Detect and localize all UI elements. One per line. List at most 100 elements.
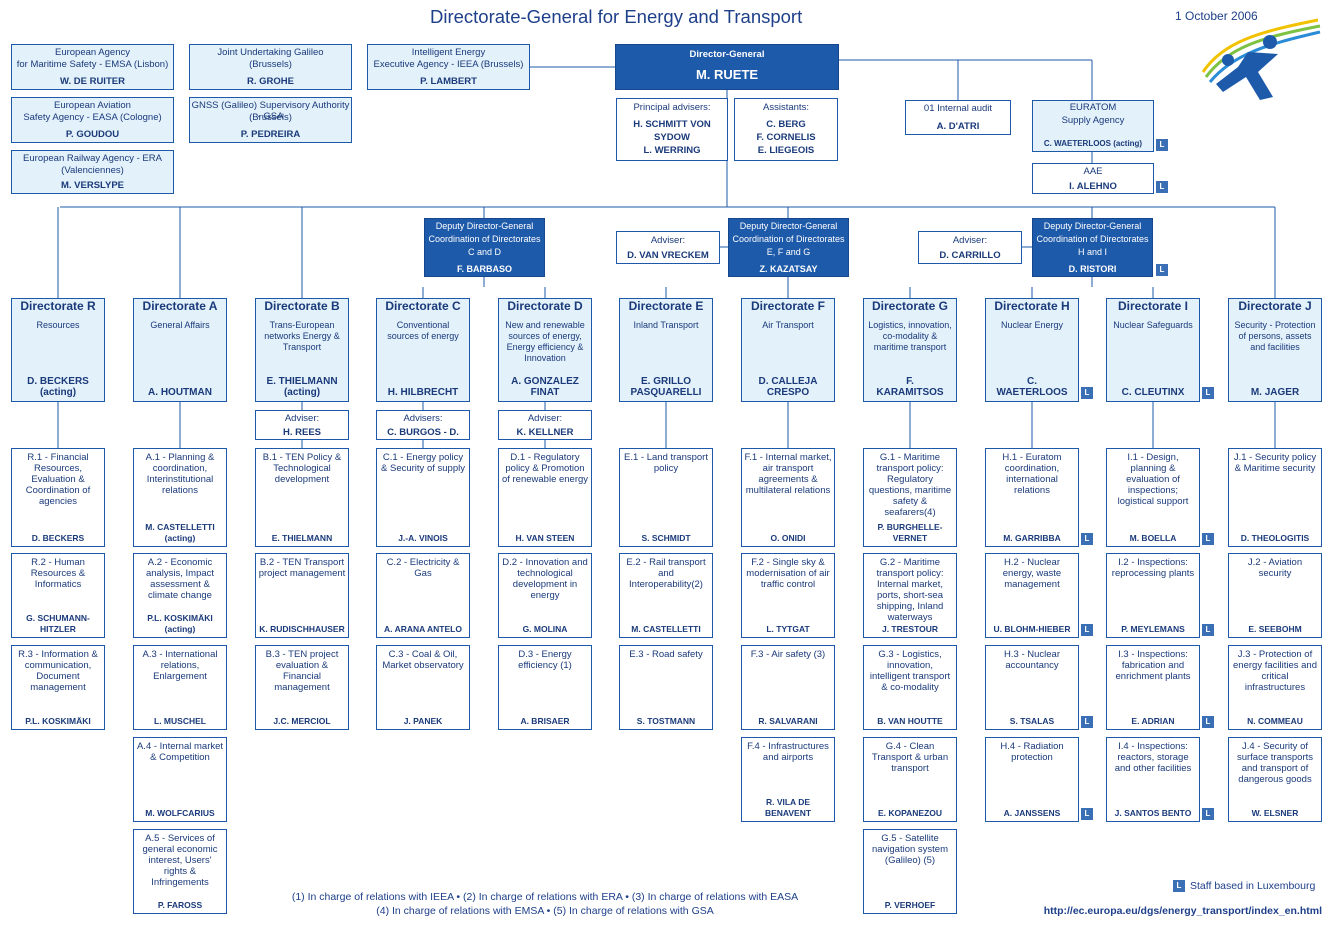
- unit-box: I.1 - Design, planning & evaluation of i…: [1106, 448, 1200, 547]
- date: 1 October 2006: [1175, 9, 1258, 23]
- luxembourg-badge: L: [1080, 386, 1094, 400]
- directorate-remit: Resources: [36, 320, 80, 330]
- unit-box: J.4 - Security of surface transports and…: [1228, 737, 1322, 822]
- unit-head: A. JANSSENS: [1003, 808, 1061, 818]
- unit-title: J.1 - Security policy & Maritime securit…: [1233, 452, 1317, 474]
- agency-head: P. GOUDOU: [65, 129, 120, 140]
- ddg-head: F. BARBASO: [456, 264, 512, 274]
- unit-title: C.3 - Coal & Oil, Market observatory: [382, 649, 464, 671]
- unit-title: J.4 - Security of surface transports and…: [1236, 741, 1314, 785]
- ddg-head: Z. KAZATSAY: [759, 264, 818, 274]
- directorate-remit: General Affairs: [150, 320, 210, 330]
- luxembourg-badge: L: [1201, 386, 1215, 400]
- unit-head: L. MUSCHEL: [154, 716, 206, 726]
- unit-title: I.1 - Design, planning & evaluation of i…: [1117, 452, 1189, 507]
- directorate-remit: New and renewable sources of energy, Ene…: [505, 320, 585, 363]
- agency-line-2: (Valenciennes): [61, 165, 124, 176]
- agency-head: R. GROHE: [247, 76, 294, 87]
- unit-box: D.2 - Innovation and technological devel…: [498, 553, 592, 638]
- unit-box: G.1 - Maritime transport policy: Regulat…: [863, 448, 957, 547]
- unit-box: A.1 - Planning & coordination, Interinst…: [133, 448, 227, 547]
- unit-title: G.3 - Logistics, innovation, intelligent…: [869, 649, 951, 693]
- unit-box: H.1 - Euratom coordination, internationa…: [985, 448, 1079, 547]
- unit-head: A. ARANA ANTELO: [384, 624, 462, 634]
- adviser-name: H. REES: [282, 427, 321, 438]
- unit-head: J.-A. VINOIS: [398, 533, 448, 543]
- unit-head: P. VERHOEF: [884, 900, 936, 910]
- unit-box: J.1 - Security policy & Maritime securit…: [1228, 448, 1322, 547]
- unit-head: S. SCHMIDT: [641, 533, 691, 543]
- unit-head: J. TRESTOUR: [881, 624, 939, 634]
- directorate-adviser-box: Advisers:C. BURGOS - D. TAYLOR: [376, 410, 470, 440]
- ddg-line-1: Deputy Director-General: [739, 221, 838, 231]
- directorate-title: Directorate F: [742, 299, 834, 314]
- unit-title: J.2 - Aviation security: [1247, 557, 1303, 579]
- unit-title: H.1 - Euratom coordination, internationa…: [1002, 452, 1062, 496]
- unit-head: D. THEOLOGITIS: [1240, 533, 1310, 543]
- directorate-title: Directorate A: [134, 299, 226, 314]
- luxembourg-badge: L: [1080, 623, 1094, 637]
- website-link[interactable]: http://ec.europa.eu/dgs/energy_transport…: [1043, 905, 1322, 917]
- director-name: E. THIELMANN (acting): [266, 376, 338, 398]
- ddg-line-1: Deputy Director-General: [1043, 221, 1142, 231]
- unit-box: F.1 - Internal market, air transport agr…: [741, 448, 835, 547]
- adviser-title: Adviser:: [527, 413, 563, 424]
- ddg-head: D. RISTORI: [1068, 264, 1117, 274]
- agency-head: P. LAMBERT: [420, 76, 477, 87]
- unit-head: N. COMMEAU: [1247, 716, 1303, 726]
- unit-title: D.3 - Energy efficiency (1): [518, 649, 572, 671]
- agency-line-1: European Agency: [54, 47, 130, 58]
- unit-title: H.4 - Radiation protection: [1000, 741, 1064, 763]
- agency-head: P. PEDREIRA: [240, 129, 301, 140]
- directorate-remit: Nuclear Safeguards: [1113, 320, 1193, 330]
- unit-title: R.2 - Human Resources & Informatics: [30, 557, 86, 590]
- unit-box: B.3 - TEN project evaluation & Financial…: [255, 645, 349, 730]
- directorate-remit: Security - Protection of persons, assets…: [1234, 320, 1316, 352]
- directorate-remit: Inland Transport: [633, 320, 699, 330]
- unit-title: R.1 - Financial Resources, Evaluation & …: [25, 452, 91, 507]
- unit-head: P.L. KOSKIMÄKI (acting): [147, 613, 213, 634]
- unit-head: M. WOLFCARIUS: [145, 808, 215, 818]
- unit-head: B. VAN HOUTTE: [877, 716, 943, 726]
- unit-head: E. KOPANEZOU: [877, 808, 943, 818]
- footnote-line-2: (4) In charge of relations with EMSA • (…: [376, 905, 714, 917]
- directorate-adviser-box: Adviser:H. REES: [255, 410, 349, 440]
- agency-line-2: for Maritime Safety - EMSA (Lisbon): [16, 59, 169, 70]
- agency-line-2: (Brussels): [249, 112, 292, 123]
- dg-title: Director-General: [689, 49, 765, 60]
- unit-title: B.1 - TEN Policy & Technological develop…: [262, 452, 342, 485]
- luxembourg-badge: L: [1080, 715, 1094, 729]
- directorate-title: Directorate D: [499, 299, 591, 314]
- unit-title: R.3 - Information & communication, Docum…: [18, 649, 98, 693]
- ddg-line-3: H and I: [1077, 247, 1108, 257]
- ddg-line-2: Coordination of Directorates: [428, 234, 541, 244]
- unit-title: F.2 - Single sky & modernisation of air …: [746, 557, 830, 590]
- unit-head: G. SCHUMANN-HITZLER: [26, 613, 90, 634]
- euratom-line-1: EURATOM: [1069, 102, 1117, 113]
- directorate-title: Directorate B: [256, 299, 348, 314]
- unit-box: G.2 - Maritime transport policy: Interna…: [863, 553, 957, 638]
- audit-name: A. D'ATRI: [936, 121, 980, 132]
- unit-box: E.2 - Rail transport and Interoperabilit…: [619, 553, 713, 638]
- unit-head: S. TOSTMANN: [636, 716, 696, 726]
- unit-head: W. ELSNER: [1251, 808, 1299, 818]
- unit-box: R.2 - Human Resources & Informatics G. SC…: [11, 553, 105, 638]
- unit-title: I.2 - Inspections: reprocessing plants: [1111, 557, 1195, 579]
